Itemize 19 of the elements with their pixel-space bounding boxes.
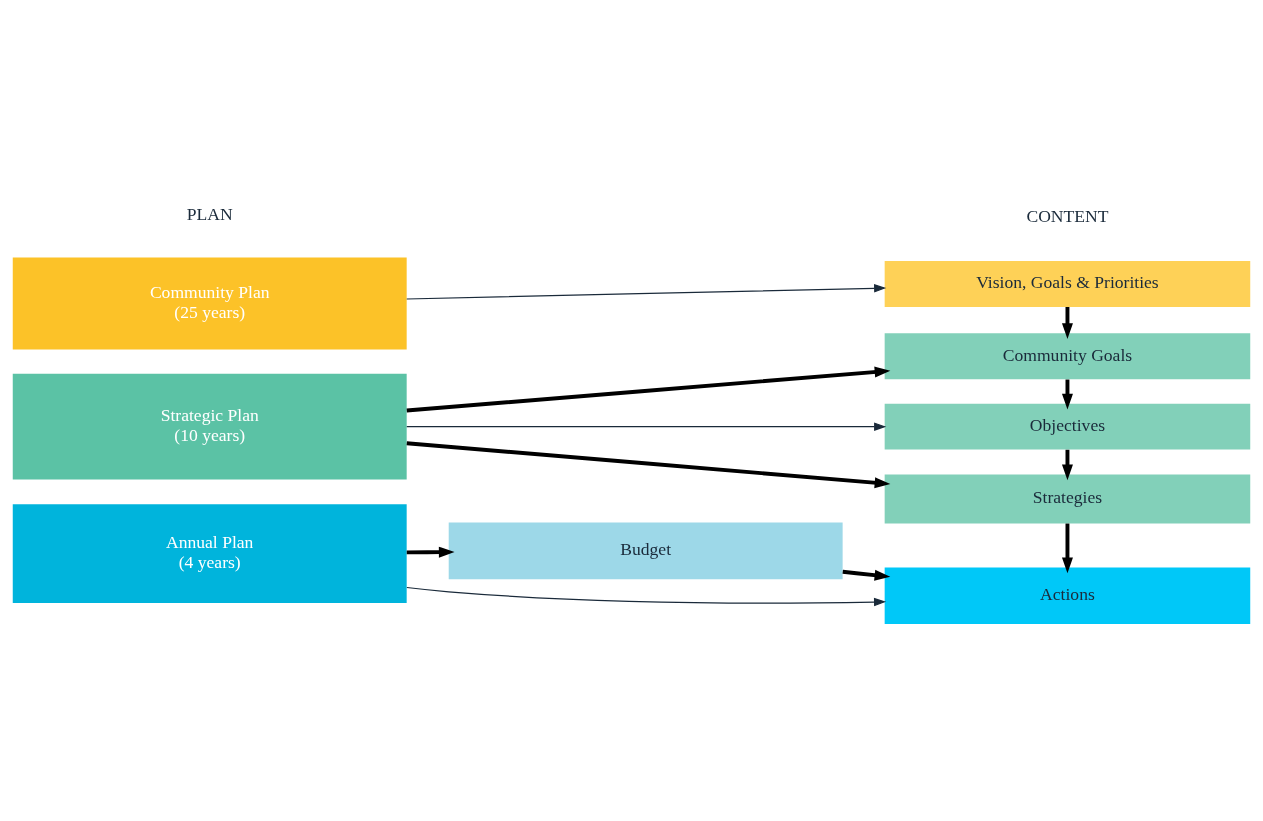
arrow (406, 586, 887, 606)
node-box: Community Goals (884, 332, 1251, 379)
arrow (406, 283, 887, 300)
arrow (406, 366, 891, 412)
arrow (406, 440, 891, 488)
node-box: Community Plan (25 years) (12, 257, 407, 349)
arrow (406, 421, 887, 431)
node-box: Annual Plan (4 years) (12, 503, 407, 603)
arrow (406, 546, 455, 558)
node-box: Vision, Goals & Priorities (884, 260, 1251, 307)
label: CONTENT (1026, 205, 1109, 226)
node-box: Actions (884, 566, 1251, 624)
node-box: Budget (448, 521, 843, 579)
node-box: Strategic Plan (10 years) (12, 373, 407, 479)
arrow (842, 569, 891, 581)
node-box: Objectives (884, 403, 1251, 450)
node-box: Strategies (884, 474, 1251, 523)
arrow (1061, 523, 1073, 573)
label: PLAN (186, 203, 233, 224)
